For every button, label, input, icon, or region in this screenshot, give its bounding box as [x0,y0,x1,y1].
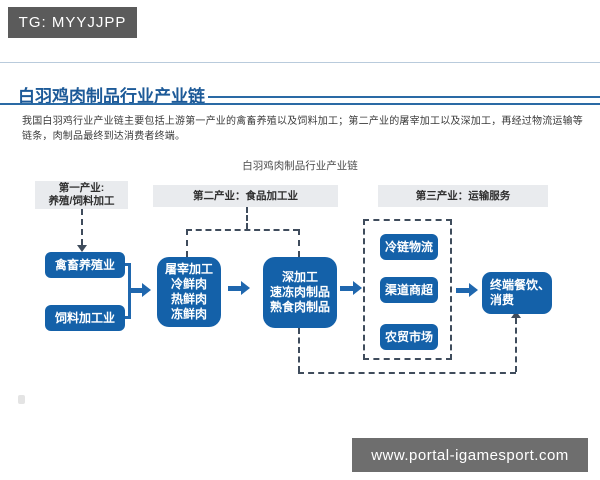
stage-header-primary-line1: 第一产业: [58,182,105,194]
stage-header-primary: 第一产业: 养殖/饲料加工 [35,181,128,209]
arrowhead-up-icon [511,311,521,318]
box-feed-processing-label: 饲料加工业 [54,310,115,325]
dashed-line-header1-down [81,209,83,245]
flow-arrow-1-icon [130,283,151,297]
flow-arrow-2-icon [228,281,250,295]
cold-chain-label: 冷链物流 [384,239,433,254]
box-farmers-market: 农贸市场 [380,324,438,350]
dashed-bypass-down [298,328,300,372]
stage-header-secondary: 第二产业：食品加工业 [153,185,338,207]
dashed-line-to-deep-box [298,229,300,257]
deep-line-1: 深加工 [281,270,318,284]
arrowhead-down-icon [77,245,87,252]
body-line-2: 链条，肉制品最终到达消费者终端。 [22,131,186,142]
bracket-vertical [128,263,131,319]
box-channel-supermarket: 渠道商超 [380,277,438,303]
website-watermark-badge: www.portal-igamesport.com [352,438,588,472]
tg-watermark-badge: TG: MYYJJPP [8,7,137,38]
body-line-1: 我国白羽鸡行业产业链主要包括上游第一产业的禽畜养殖以及饲料加工；第二产业的屠宰加… [22,116,583,127]
deep-line-3: 熟食肉制品 [269,300,330,314]
title-underline [0,103,600,105]
flow-arrow-4-icon [456,283,478,297]
box-deep-processing: 深加工 速冻肉制品 熟食肉制品 [263,257,337,328]
box-cold-chain-logistics: 冷链物流 [380,234,438,260]
slaughter-line-4: 冻鲜肉 [170,307,207,321]
body-paragraph: 我国白羽鸡行业产业链主要包括上游第一产业的禽畜养殖以及饲料加工；第二产业的屠宰加… [22,114,583,144]
diagram-caption: 白羽鸡肉制品行业产业链 [242,160,358,172]
deep-line-2: 速冻肉制品 [269,285,330,299]
flow-arrow-3-icon [340,281,362,295]
box-poultry-farming-label: 禽畜养殖业 [54,257,115,272]
dashed-line-header2-down [246,207,248,229]
box-poultry-farming: 禽畜养殖业 [45,252,125,278]
slaughter-line-2: 冷鲜肉 [170,277,207,291]
top-divider-line [0,62,600,63]
website-watermark-label: www.portal-igamesport.com [371,446,569,464]
dashed-line-header2-split [186,229,299,231]
title-rule-right [208,96,600,98]
stage-header-primary-line2: 养殖/饲料加工 [48,195,115,207]
tg-watermark-label: TG: MYYJJPP [18,14,127,31]
farmers-market-label: 农贸市场 [384,329,433,344]
box-slaughter-processing: 屠宰加工 冷鲜肉 热鲜肉 冻鲜肉 [157,257,221,327]
stage-header-secondary-label: 第二产业：食品加工业 [193,189,298,202]
faint-watermark-mark [18,395,25,404]
dashed-bypass-across [298,372,516,374]
channel-supermarket-label: 渠道商超 [384,282,433,297]
slaughter-line-1: 屠宰加工 [164,262,213,276]
dashed-bypass-up [515,318,517,372]
slaughter-line-3: 热鲜肉 [170,292,207,306]
logistics-dashed-container [363,219,452,360]
box-feed-processing: 饲料加工业 [45,305,125,331]
page-title: 白羽鸡肉制品行业产业链 [18,87,205,106]
stage-header-tertiary: 第三产业：运输服务 [378,185,548,207]
dashed-line-to-slaughter-box [186,229,188,257]
box-terminal-consumption: 终端餐饮、 消费 [482,272,552,314]
terminal-line-2: 消费 [490,293,515,307]
stage-header-tertiary-label: 第三产业：运输服务 [415,189,511,202]
terminal-line-1: 终端餐饮、 [490,278,551,292]
